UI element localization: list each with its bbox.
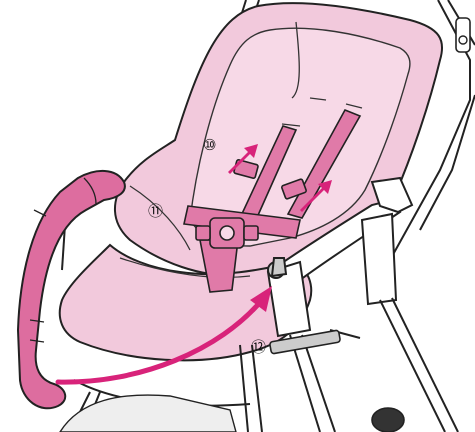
callout-11: ⑪ [148, 202, 163, 220]
handle-knob [456, 18, 470, 52]
callout-12: ⑫ [251, 338, 266, 356]
wheel [372, 408, 404, 432]
callout-10: ⑩ [203, 136, 216, 154]
